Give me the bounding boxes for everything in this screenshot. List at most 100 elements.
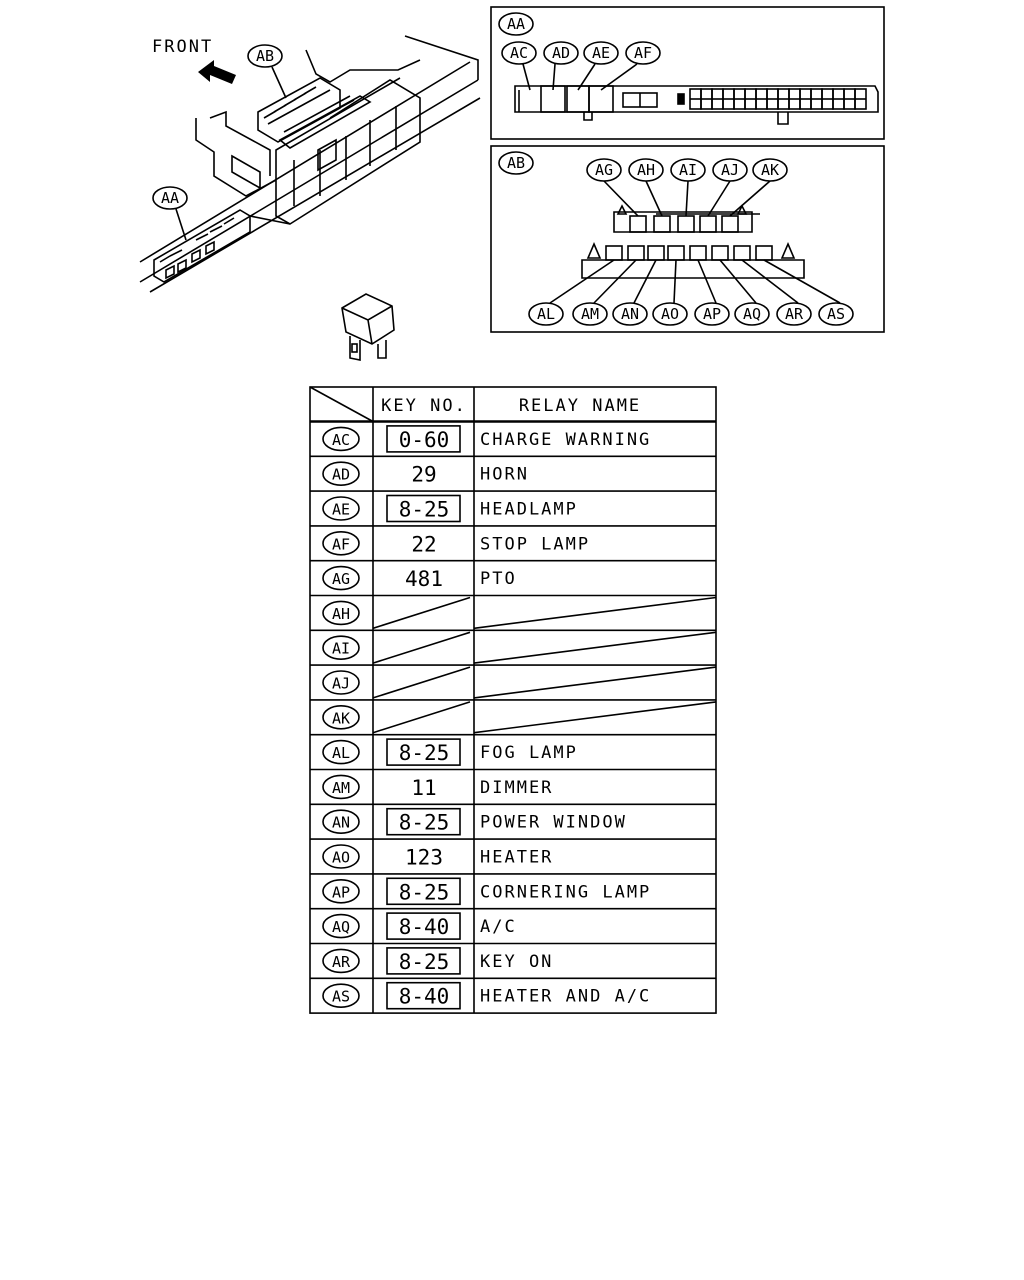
empty-name-slash (473, 701, 717, 734)
relay-icon (341, 293, 395, 361)
svg-text:AD: AD (552, 44, 570, 62)
svg-text:AF: AF (634, 44, 652, 62)
table-row: AO 123 HEATER (310, 838, 716, 870)
row-relay-name: CHARGE WARNING (480, 430, 651, 450)
callout-ac: AC (501, 41, 537, 91)
svg-text:AP: AP (703, 305, 721, 323)
row-relay-name: A/C (480, 917, 517, 937)
row-id-oval (322, 530, 360, 556)
svg-text:AI: AI (679, 161, 697, 179)
header-key-no: KEY NO. (381, 396, 467, 416)
row-id: AG (332, 570, 350, 588)
key-box (386, 494, 461, 523)
callout-am: AM (572, 259, 637, 326)
row-key-no: 8-25 (399, 811, 450, 835)
callout-af: AF (600, 41, 661, 91)
table-row: AK (310, 699, 717, 734)
empty-name-slash (473, 666, 717, 699)
callout-ar: AR (741, 259, 812, 326)
key-box (386, 912, 461, 940)
svg-text:AQ: AQ (743, 305, 761, 323)
row-relay-name: HORN (480, 465, 529, 485)
row-key-no: 8-25 (399, 950, 450, 974)
row-relay-name: HEATER (480, 848, 553, 868)
table-row: AH (310, 594, 717, 630)
table-row: AJ (310, 664, 717, 699)
row-id-oval (322, 496, 360, 521)
svg-text:AG: AG (595, 161, 613, 179)
svg-text:AJ: AJ (721, 161, 739, 179)
row-id: AR (332, 953, 351, 971)
table-row: AG 481 PTO (310, 559, 716, 591)
svg-text:AR: AR (785, 305, 804, 323)
svg-text:AM: AM (581, 305, 599, 323)
row-id: AO (332, 849, 350, 867)
empty-key-slash (372, 666, 471, 699)
row-id: AQ (332, 918, 350, 936)
box-aa-title: AA (507, 15, 525, 33)
row-id: AP (332, 883, 350, 901)
key-box (386, 947, 461, 975)
row-relay-name: CORNERING LAMP (480, 882, 651, 902)
table-row: AP 8-25 CORNERING LAMP (310, 873, 716, 906)
row-key-no: 8-25 (399, 880, 450, 904)
empty-key-slash (372, 596, 471, 630)
row-key-no: 22 (411, 532, 436, 556)
empty-name-slash (473, 631, 717, 664)
callout-aa-overview: AA (152, 186, 188, 241)
row-key-no: 8-25 (399, 741, 450, 765)
row-id-oval (322, 600, 360, 626)
detail-box-ab: AB AG AH AI AJ AK AL AM AN AO AP AQ AR AS (490, 145, 885, 333)
row-key-no: 123 (405, 846, 443, 870)
row-relay-name: HEADLAMP (480, 500, 578, 520)
row-id-oval (322, 704, 360, 730)
row-id-oval (322, 983, 360, 1009)
row-id: AH (332, 605, 350, 623)
svg-text:AB: AB (256, 47, 274, 65)
row-id-oval (322, 878, 360, 904)
terminal-grid (689, 88, 867, 110)
row-id: AE (332, 501, 350, 519)
row-id-oval (322, 913, 360, 939)
row-key-no: 481 (405, 567, 443, 591)
box-ab-title: AB (507, 154, 525, 172)
table-row: AQ 8-40 A/C (310, 907, 716, 940)
row-relay-name: HEATER AND A/C (480, 987, 651, 1007)
callout-ab-overview: AB (247, 44, 287, 99)
callout-ae: AE (577, 41, 619, 91)
svg-text:AL: AL (537, 305, 555, 323)
svg-text:AA: AA (161, 189, 179, 207)
row-id-oval (322, 739, 360, 765)
svg-text:AK: AK (761, 161, 779, 179)
row-id-oval (322, 635, 360, 661)
detail-box-aa: AA AC AD AE AF (490, 6, 885, 140)
row-key-no: 8-40 (399, 915, 450, 939)
svg-text:AH: AH (637, 161, 655, 179)
row-key-no: 8-40 (399, 985, 450, 1009)
key-box (386, 807, 461, 836)
row-id-oval (322, 774, 360, 800)
row-relay-name: PTO (480, 569, 517, 589)
row-relay-name: FOG LAMP (480, 743, 578, 763)
row-id: AN (332, 814, 350, 832)
row-key-no: 11 (411, 776, 436, 800)
row-key-no: 8-25 (399, 498, 450, 522)
vehicle-overview: FRONT AB AA (139, 35, 481, 293)
svg-text:AN: AN (621, 305, 639, 323)
svg-text:AS: AS (827, 305, 845, 323)
empty-key-slash (372, 701, 471, 734)
callout-ao: AO (652, 259, 688, 326)
callout-ah: AH (628, 158, 664, 217)
callout-aj: AJ (707, 158, 748, 217)
row-id: AF (332, 535, 350, 553)
row-id-oval (322, 565, 360, 591)
callout-as: AS (763, 259, 854, 326)
row-id-oval (322, 670, 360, 695)
